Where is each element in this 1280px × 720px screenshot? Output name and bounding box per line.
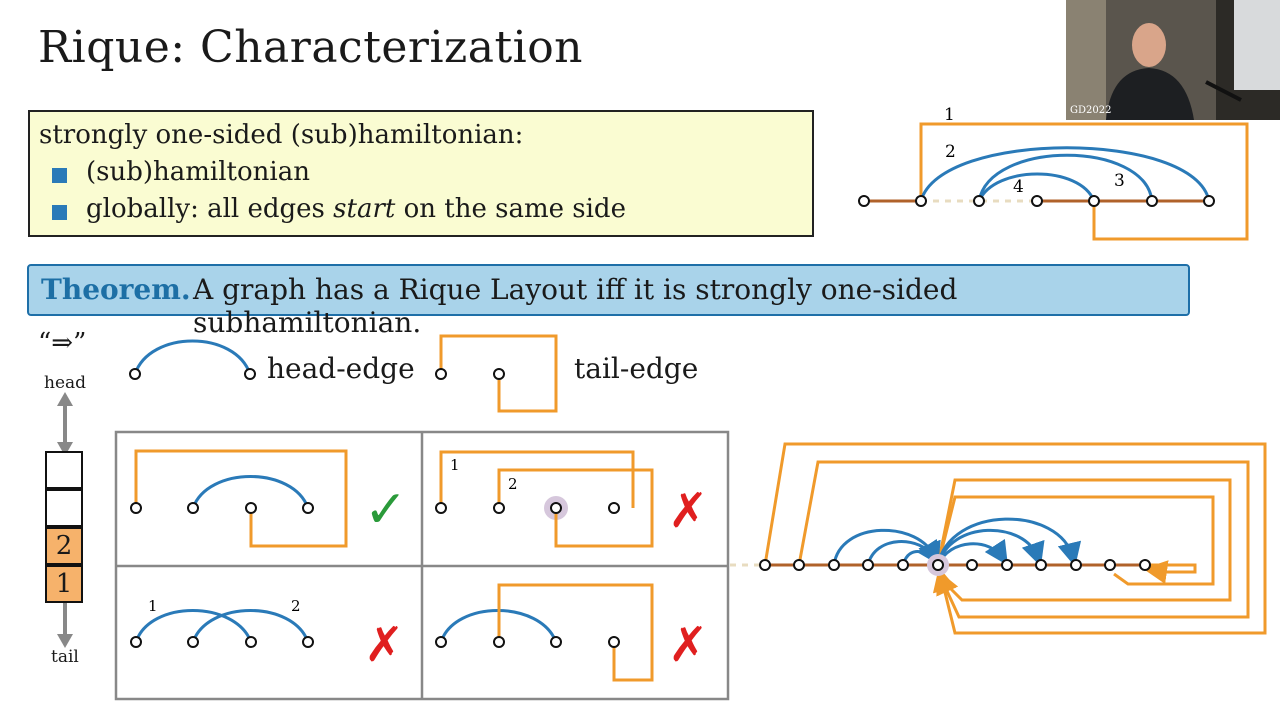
stack-cell: [45, 451, 83, 489]
edge-label-2: 2: [508, 475, 518, 493]
edge-legend: [129, 334, 558, 413]
definition-box: strongly one-sided (sub)hamiltonian: (su…: [28, 110, 814, 237]
theorem-text: A graph has a Rique Layout iff it is str…: [193, 273, 958, 339]
case-grid: ✓ 1 2 ✗ 1 2 ✗ ✗: [114, 430, 730, 701]
definition-item-2-pre: globally: all edges: [86, 194, 334, 224]
definition-item-2-emphasis: start: [333, 194, 396, 224]
rique-layout-diagram: [730, 442, 1267, 635]
edge-label-4: 4: [1013, 177, 1024, 197]
cross-mark-icon: ✗: [364, 617, 404, 673]
stack-tail-label: tail: [51, 647, 79, 667]
bullet-square-icon: [52, 168, 67, 183]
edge-label-2: 2: [291, 597, 301, 615]
stack-cell: [45, 489, 83, 527]
definition-item-1: (sub)hamiltonian: [86, 157, 310, 187]
definition-heading: strongly one-sided (sub)hamiltonian:: [39, 120, 524, 150]
edge-label-1: 1: [148, 597, 158, 615]
cross-mark-icon: ✗: [668, 483, 708, 539]
webcam-caption: GD2022: [1070, 105, 1111, 116]
slide-title: Rique: Characterization: [38, 22, 584, 73]
edge-label-3: 3: [1114, 171, 1125, 191]
edge-label-1: 1: [450, 456, 460, 474]
theorem-box: Theorem. A graph has a Rique Layout iff …: [27, 264, 1190, 339]
stack-head-label: head: [44, 373, 87, 393]
stack-cell: 2: [45, 527, 83, 565]
tail-edge-label: tail-edge: [574, 352, 699, 385]
theorem-label: Theorem.: [41, 273, 191, 306]
example-layout-diagram: 1 2 3 4: [858, 105, 1249, 241]
cross-mark-icon: ✗: [668, 617, 708, 673]
head-edge-label: head-edge: [267, 352, 415, 385]
definition-item-2: globally: all edges start on the same si…: [86, 194, 626, 224]
bullet-square-icon: [52, 205, 67, 220]
stack-arrows: [57, 392, 73, 648]
edge-label-1: 1: [944, 105, 955, 125]
implication-symbol: “⇒”: [38, 328, 87, 358]
edge-label-2: 2: [945, 142, 956, 162]
definition-item-2-post: on the same side: [395, 194, 626, 224]
webcam-video: GD2022: [1066, 0, 1280, 120]
stack-cell: 1: [45, 565, 83, 603]
check-mark-icon: ✓: [364, 480, 408, 540]
